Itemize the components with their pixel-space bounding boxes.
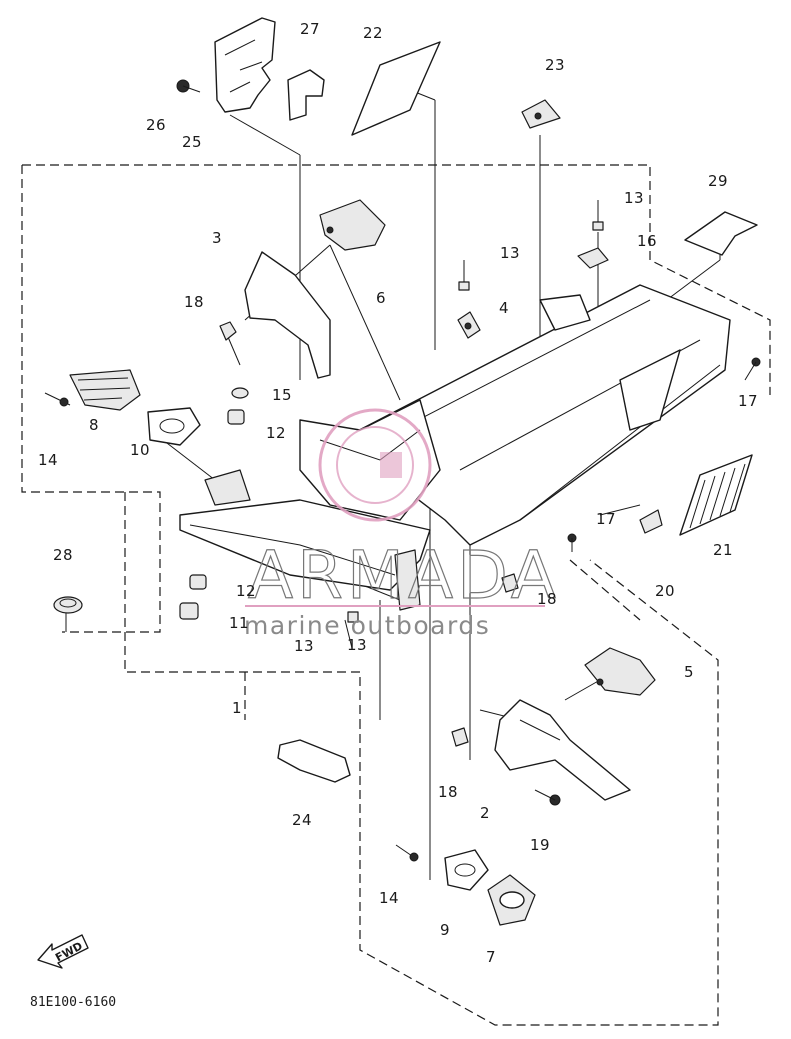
part-15-collar <box>231 387 249 399</box>
part-26-bolt <box>176 79 201 93</box>
callout-19: 19 <box>530 836 550 854</box>
callout-24: 24 <box>292 811 312 829</box>
part-8-grommet <box>69 369 141 411</box>
callout-8: 8 <box>89 416 99 434</box>
callout-23: 23 <box>545 56 565 74</box>
watermark-brand: ARMADA <box>248 537 560 614</box>
watermark-emblem-inner <box>336 426 414 504</box>
part-6-mount <box>319 199 386 251</box>
callout-2: 2 <box>480 804 490 822</box>
part-21-plate <box>679 454 753 536</box>
callout-13: 13 <box>294 637 314 655</box>
callout-14: 14 <box>38 451 58 469</box>
callout-16: 16 <box>637 232 657 250</box>
part-1-main-frame <box>179 284 731 611</box>
part-3-bracket <box>244 251 331 379</box>
callout-27: 27 <box>300 20 320 38</box>
part-28-ring <box>53 596 83 614</box>
watermark-emblem <box>318 408 432 522</box>
callout-26: 26 <box>146 116 166 134</box>
callout-5: 5 <box>684 663 694 681</box>
callout-13: 13 <box>500 244 520 262</box>
callout-18: 18 <box>184 293 204 311</box>
part-17-bolt-mid <box>567 533 577 552</box>
callout-4: 4 <box>499 299 509 317</box>
callout-20: 20 <box>655 582 675 600</box>
assembly-boundary <box>21 164 771 1026</box>
callout-17: 17 <box>596 510 616 528</box>
watermark-emblem-core <box>380 452 402 478</box>
part-19-bolt <box>534 789 561 806</box>
callout-25: 25 <box>182 133 202 151</box>
part-27-clip <box>287 69 325 121</box>
part-12-collar-low <box>189 574 207 590</box>
callout-13: 13 <box>624 189 644 207</box>
callout-22: 22 <box>363 24 383 42</box>
part-10-gasket <box>147 407 201 446</box>
callout-6: 6 <box>376 289 386 307</box>
part-14-bolt-left <box>44 392 71 407</box>
part-5-mount <box>584 647 656 696</box>
watermark: ARMADA marine outboards <box>244 408 560 640</box>
part-22-plate <box>351 41 441 136</box>
part-13-bolt-low <box>344 611 359 649</box>
part-14-bolt-low <box>395 844 419 862</box>
callout-13: 13 <box>347 636 367 654</box>
part-16-clip <box>577 247 609 269</box>
callout-17: 17 <box>738 392 758 410</box>
fwd-arrow-icon <box>37 934 89 969</box>
drawing-code: 81E100-6160 <box>30 995 116 1010</box>
callout-14: 14 <box>379 889 399 907</box>
callout-21: 21 <box>713 541 733 559</box>
callout-11: 11 <box>229 614 249 632</box>
callout-18: 18 <box>537 590 557 608</box>
part-17-bolt-right <box>744 357 761 381</box>
callout-1: 1 <box>232 699 242 717</box>
part-25-bracket <box>214 17 276 113</box>
part-12-collar-top <box>227 409 245 425</box>
callout-7: 7 <box>486 948 496 966</box>
part-24-handle <box>277 739 351 783</box>
callout-15: 15 <box>272 386 292 404</box>
watermark-tagline: marine outboards <box>244 611 490 640</box>
part-13-bolt-mid <box>458 260 470 291</box>
part-2-bracket <box>494 699 631 801</box>
part-18-nut-top <box>219 321 237 341</box>
callout-18: 18 <box>438 783 458 801</box>
part-29-plate <box>684 211 758 256</box>
part-23-nut <box>521 99 561 129</box>
part-9-gasket <box>444 849 489 891</box>
part-20-pad <box>639 509 663 534</box>
fwd-arrow: FWD <box>37 934 89 969</box>
callout-29: 29 <box>708 172 728 190</box>
callout-10: 10 <box>130 441 150 459</box>
callout-9: 9 <box>440 921 450 939</box>
callout-3: 3 <box>212 229 222 247</box>
part-18-nut-low <box>451 727 469 747</box>
part-18-nut-right <box>501 573 519 593</box>
part-13-bolt-top <box>592 200 604 231</box>
part-4-nut <box>457 311 481 339</box>
part-11-collar <box>179 602 199 620</box>
callout-28: 28 <box>53 546 73 564</box>
part-7-grommet <box>487 874 536 926</box>
callout-12: 12 <box>266 424 286 442</box>
callout-12: 12 <box>236 582 256 600</box>
